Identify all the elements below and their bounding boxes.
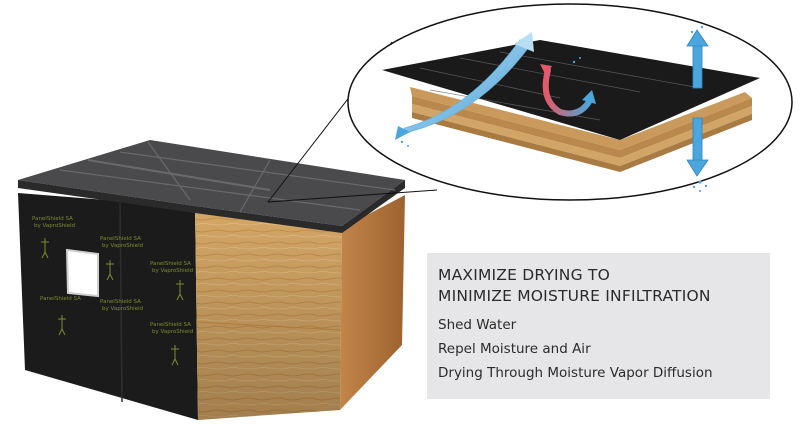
membrane-print-marks: PanelShield SA by VaproShield PanelShiel…: [32, 216, 193, 335]
info-panel: MAXIMIZE DRYING TO MINIMIZE MOISTURE INF…: [427, 253, 770, 399]
roof-membrane: [18, 140, 405, 226]
membrane-print-text: PanelShield SA: [150, 322, 191, 328]
membrane-print-text: by VaproShield: [102, 243, 143, 249]
membrane-print-text: PanelShield SA: [150, 261, 191, 267]
headline-line-2: MINIMIZE MOISTURE INFILTRATION: [438, 287, 711, 305]
membrane-print-text: PanelShield SA: [100, 236, 141, 242]
membrane-print-text: by VaproShield: [34, 223, 75, 229]
side-wall-plywood: [340, 195, 405, 410]
membrane-print-text: by VaproShield: [152, 268, 193, 274]
window-opening: [65, 248, 99, 298]
repel-moisture-arrow: [542, 67, 593, 117]
membrane-print-text: by VaproShield: [152, 329, 193, 335]
magnified-detail: [347, 3, 793, 201]
benefit-item: Repel Moisture and Air: [438, 341, 591, 357]
benefit-item: Shed Water: [438, 317, 517, 333]
membrane-print-text: PanelShield SA: [100, 299, 141, 305]
membrane-print-text: PanelShield SA: [40, 296, 81, 302]
benefit-list: Shed Water Repel Moisture and Air Drying…: [438, 313, 770, 385]
vapor-diffusion-arrows: [686, 29, 709, 177]
callout-leader-line: [267, 189, 438, 203]
membrane-sample: [382, 40, 760, 140]
membrane-print-text: by VaproShield: [102, 306, 143, 312]
front-wall-membrane: [18, 193, 198, 420]
panel-headline: MAXIMIZE DRYING TO MINIMIZE MOISTURE INF…: [438, 265, 770, 307]
benefit-item: Drying Through Moisture Vapor Diffusion: [438, 365, 713, 381]
headline-line-1: MAXIMIZE DRYING TO: [438, 266, 611, 284]
membrane-print-text: PanelShield SA: [32, 216, 73, 222]
building: PanelShield SA by VaproShield PanelShiel…: [18, 140, 405, 420]
